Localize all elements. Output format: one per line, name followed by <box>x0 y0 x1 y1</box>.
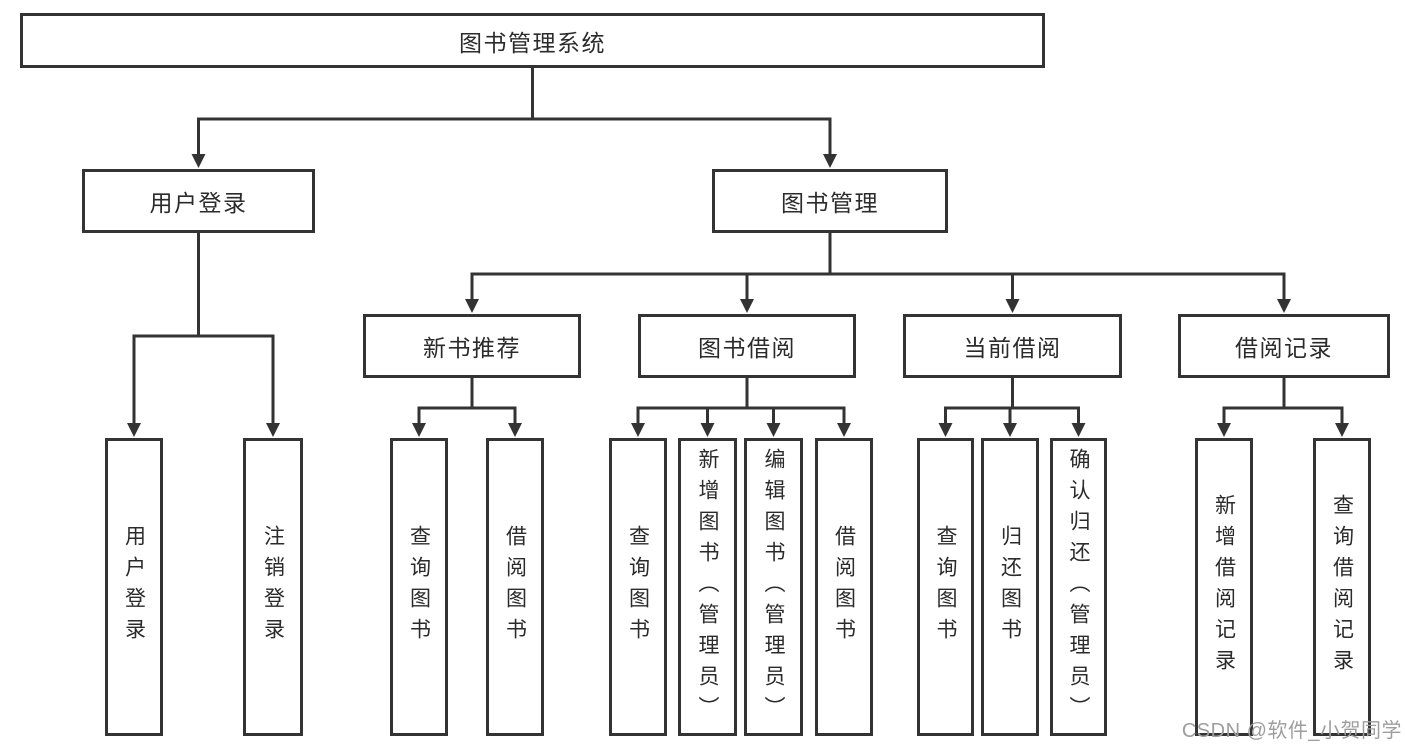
node-current-borrowing-label: 当前借阅 <box>963 335 1062 361</box>
leaf-add-books-admin: 新增图书（管理员） <box>678 438 737 736</box>
node-new-book-recommend: 新书推荐 <box>363 314 581 378</box>
node-book-management: 图书管理 <box>712 169 948 233</box>
leaf-add-books-admin-label: 新增图书（管理员） <box>696 447 719 727</box>
leaf-query-borrow-record-label: 查询借阅记录 <box>1330 494 1354 680</box>
leaf-user-login-label: 用户登录 <box>122 525 146 649</box>
leaf-query-books-recommend-label: 查询图书 <box>407 525 431 649</box>
leaf-logout-login-label: 注销登录 <box>261 525 285 649</box>
leaf-return-books: 归还图书 <box>981 438 1039 736</box>
leaf-confirm-return-admin-label: 确认归还（管理员） <box>1067 447 1090 727</box>
node-book-borrowing-label: 图书借阅 <box>698 335 796 361</box>
leaf-add-borrow-record: 新增借阅记录 <box>1195 438 1253 736</box>
node-user-login: 用户登录 <box>82 169 315 233</box>
leaf-query-books-borrowing: 查询图书 <box>609 438 667 736</box>
leaf-query-books-recommend: 查询图书 <box>390 438 448 736</box>
node-library-system-label: 图书管理系统 <box>459 29 606 56</box>
leaf-query-books-current: 查询图书 <box>917 438 974 736</box>
leaf-add-borrow-record-label: 新增借阅记录 <box>1212 494 1236 680</box>
node-borrowing-records: 借阅记录 <box>1178 314 1390 378</box>
node-borrowing-records-label: 借阅记录 <box>1235 335 1333 361</box>
leaf-query-borrow-record: 查询借阅记录 <box>1313 438 1371 736</box>
node-current-borrowing: 当前借阅 <box>903 314 1122 378</box>
leaf-borrow-books-borrowing-label: 借阅图书 <box>832 525 856 649</box>
leaf-user-login: 用户登录 <box>105 438 163 736</box>
leaf-borrow-books-borrowing: 借阅图书 <box>815 438 873 736</box>
leaf-return-books-label: 归还图书 <box>998 525 1022 649</box>
node-new-book-recommend-label: 新书推荐 <box>423 335 521 361</box>
leaf-edit-books-admin-label: 编辑图书（管理员） <box>762 447 785 727</box>
leaf-edit-books-admin: 编辑图书（管理员） <box>744 438 803 736</box>
leaf-query-books-borrowing-label: 查询图书 <box>626 525 650 649</box>
leaf-borrow-books-recommend: 借阅图书 <box>486 438 544 736</box>
leaf-query-books-current-label: 查询图书 <box>934 525 957 649</box>
leaf-borrow-books-recommend-label: 借阅图书 <box>503 525 527 649</box>
leaf-confirm-return-admin: 确认归还（管理员） <box>1050 438 1107 736</box>
node-user-login-label: 用户登录 <box>149 190 248 216</box>
node-book-borrowing: 图书借阅 <box>638 314 856 378</box>
watermark: CSDN @软件_小贺同学 <box>1181 720 1402 742</box>
node-book-management-label: 图书管理 <box>781 190 879 216</box>
node-library-system: 图书管理系统 <box>20 13 1045 68</box>
leaf-logout-login: 注销登录 <box>243 438 303 736</box>
